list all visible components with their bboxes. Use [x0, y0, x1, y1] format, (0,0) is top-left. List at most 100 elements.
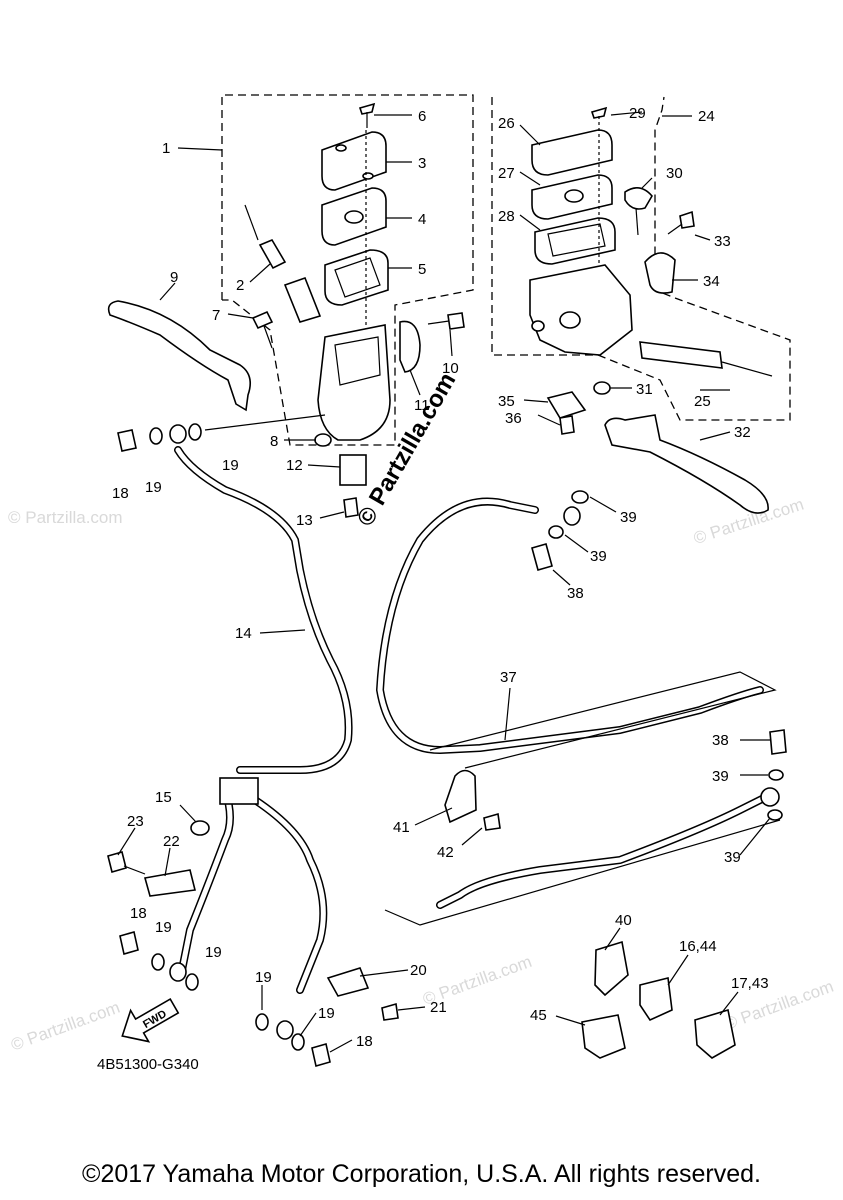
callout-20: 20	[410, 962, 427, 979]
hose-inner	[252, 797, 326, 993]
switch-part-35	[546, 391, 587, 419]
callout-18-top: 18	[112, 485, 129, 502]
screw-part-29	[590, 106, 608, 119]
callout-41: 41	[393, 819, 410, 836]
callout-39-upper-b: 39	[590, 548, 607, 565]
banjo-fitting	[563, 506, 581, 526]
callout-11: 11	[414, 397, 430, 414]
callout-19-mid-a: 19	[255, 969, 272, 986]
callout-27: 27	[498, 165, 515, 182]
callout-19-top-b: 19	[222, 457, 239, 474]
callout-19-left-b: 19	[205, 944, 222, 961]
bolt-part-33	[679, 210, 695, 229]
left-assembly-boundary	[221, 94, 474, 446]
diaphragm-part-28	[534, 217, 616, 265]
pivot-bolt-part-30	[624, 187, 653, 210]
callout-13: 13	[296, 512, 313, 529]
callout-31: 31	[636, 381, 653, 398]
callout-37: 37	[500, 669, 517, 686]
banjo-fitting	[169, 962, 187, 982]
callout-38-right: 38	[712, 732, 729, 749]
callout-10: 10	[442, 360, 459, 377]
washer-part-19	[255, 1013, 269, 1031]
leader-lines	[117, 111, 771, 1053]
banjo-bolt-part-38	[531, 543, 553, 571]
lower-hose-right	[436, 791, 774, 909]
bolt-part-23	[107, 851, 127, 873]
brake-hose-part-14	[174, 446, 353, 774]
callout-36: 36	[505, 410, 522, 427]
callout-12: 12	[286, 457, 303, 474]
watermark-bottom-left: © Partzilla.com	[8, 998, 122, 1055]
callout-1: 1	[162, 140, 170, 157]
brake-lever-part-9	[107, 300, 251, 412]
brake-hoses	[174, 446, 781, 994]
nut-part-31	[593, 381, 611, 395]
callout-35: 35	[498, 393, 515, 410]
banjo-fitting	[760, 787, 780, 807]
master-cylinder-body-right	[529, 264, 633, 356]
washer-part-19	[151, 953, 165, 971]
routing-plane-lower	[384, 819, 781, 926]
callout-39-right-b: 39	[724, 849, 741, 866]
body-reservoir-opening	[334, 336, 381, 386]
cap-hole	[362, 172, 374, 180]
callout-42: 42	[437, 844, 454, 861]
plate-center	[564, 189, 584, 203]
callout-2: 2	[236, 277, 244, 294]
bolt-shank	[123, 865, 146, 875]
bracket-part-22	[143, 869, 196, 897]
callout-32: 32	[734, 424, 751, 441]
callout-30: 30	[666, 165, 683, 182]
callout-6: 6	[418, 108, 426, 125]
switch-part-12	[339, 454, 367, 486]
callout-45: 45	[530, 1007, 547, 1024]
hose-inner	[175, 447, 352, 773]
hose-inner	[377, 499, 763, 753]
callout-40: 40	[615, 912, 632, 929]
clip-part-17-43	[694, 1008, 736, 1059]
master-cylinder-body	[317, 324, 391, 441]
washer-part-39	[767, 809, 783, 821]
bracket-part-20	[326, 967, 370, 997]
callout-38-upper: 38	[567, 585, 584, 602]
banjo-bolt-part-18	[311, 1042, 331, 1068]
bolt-part-10	[447, 312, 465, 330]
callout-18-mid: 18	[356, 1033, 373, 1050]
watermark-left: © Partzilla.com	[8, 508, 123, 527]
banjo-bolt-part-18	[119, 930, 139, 956]
clip-part-16-44	[639, 977, 673, 1022]
callout-17-43: 17,43	[731, 975, 769, 992]
washer-part-19	[188, 423, 202, 441]
brake-lever-part-32	[604, 414, 769, 514]
washer-part-39	[571, 490, 589, 504]
hose-inner	[179, 787, 233, 973]
reservoir-cap-part-26	[531, 129, 613, 176]
banjo-port	[531, 320, 545, 332]
piston-kit-part-25	[639, 341, 723, 369]
bolt-shank	[667, 223, 683, 235]
banjo-fitting	[276, 1020, 294, 1040]
screw-part-6	[358, 102, 376, 115]
fwd-arrow-icon: FWD	[121, 997, 180, 1043]
holder-part-34	[644, 252, 676, 294]
callout-18-left: 18	[130, 905, 147, 922]
washer-part-39	[548, 525, 564, 539]
cap-hole	[335, 144, 347, 152]
callout-28: 28	[498, 208, 515, 225]
screw-part-36	[559, 415, 575, 435]
banjo-bolt-part-18	[117, 429, 137, 452]
callout-9: 9	[170, 269, 178, 286]
diagram-code: 4B51300-G340	[97, 1056, 199, 1073]
bolt-part-42	[483, 812, 501, 831]
bolt-shank	[635, 207, 639, 236]
loose-parts: FWD	[107, 414, 787, 1068]
callout-21: 21	[430, 999, 447, 1016]
callout-29: 29	[629, 105, 646, 122]
hose-inner	[437, 792, 773, 908]
callout-5: 5	[418, 261, 426, 278]
piston-kit-part-2	[258, 238, 287, 270]
callout-4: 4	[418, 211, 426, 228]
assembly-line	[204, 414, 326, 431]
